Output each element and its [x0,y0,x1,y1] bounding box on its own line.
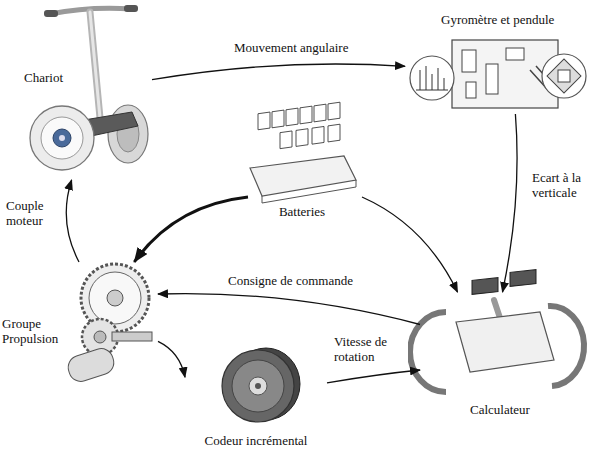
flow-arrow [134,197,248,262]
computer-picture [410,270,584,392]
segway-picture [30,5,148,170]
signal-label: Vitesse de rotation [332,334,408,364]
component-label: Codeur incrémental [185,433,327,448]
component-label: Batteries [242,204,362,219]
component-label: Chariot [24,70,63,85]
component-node: Codeur incrémental [185,338,327,450]
gyrometer-picture [410,40,586,108]
component-node: Groupe Propulsion [0,262,158,390]
flow-arrow [152,64,405,80]
batteries-picture [250,102,356,203]
flow-arrow [327,370,420,383]
flow-arrow [66,180,79,262]
signal-label: Couple moteur [4,198,62,228]
drive-picture [65,264,152,384]
component-label: Gyromètre et pendule [441,12,554,27]
component-node: Calculateur [420,292,570,422]
component-label: Calculateur [470,402,530,417]
flow-arrow [158,294,420,325]
signal-label: Consigne de commande [226,273,355,288]
signal-label: Ecart à la verticale [530,170,596,200]
component-node: Batteries [242,122,362,222]
flow-arrow [503,114,518,292]
signal-label: Mouvement angulaire [232,40,350,55]
component-node: Gyromètre et pendule [405,8,589,114]
flow-arrow [362,197,458,292]
component-label: Groupe Propulsion [2,316,66,346]
encoder-picture [222,348,300,422]
flow-arrow [158,341,185,377]
component-node: Chariot [18,4,152,180]
